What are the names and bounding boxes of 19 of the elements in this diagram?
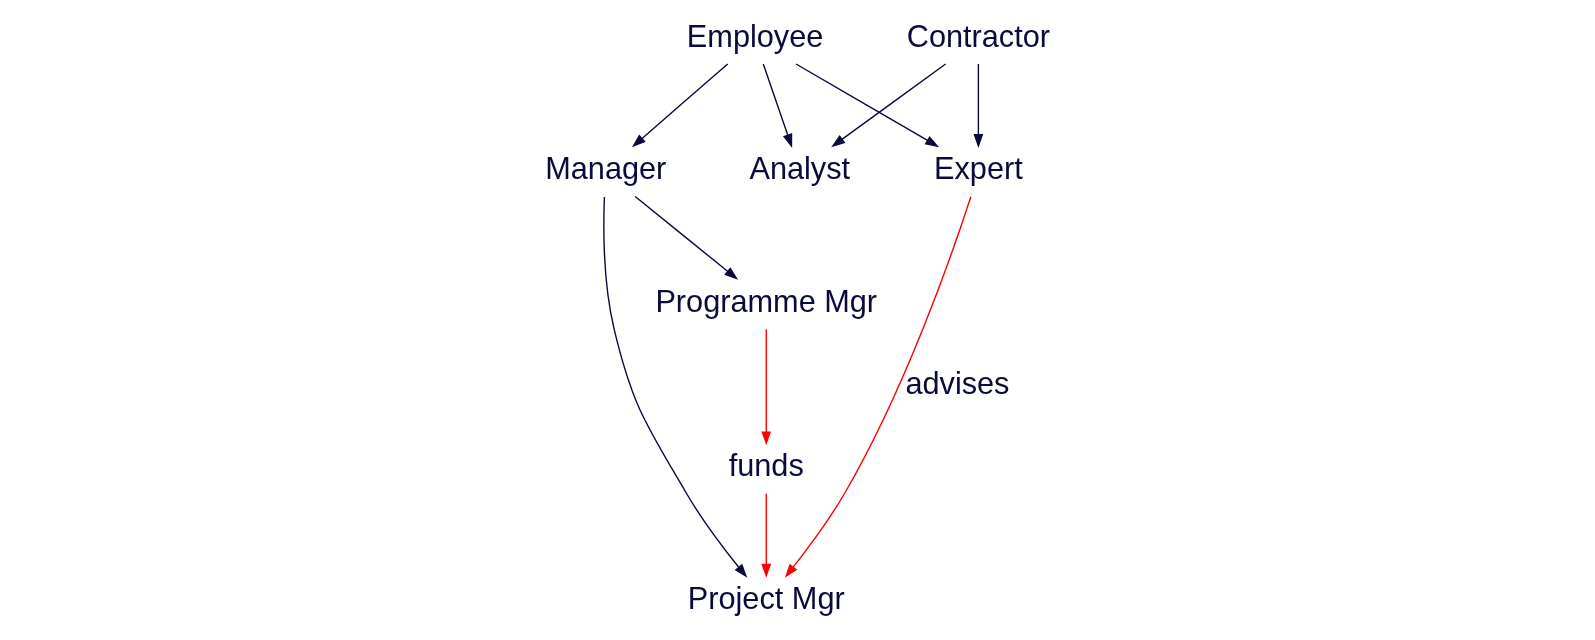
node-text: Programme Mgr xyxy=(654,283,877,319)
arrow xyxy=(634,195,738,280)
arrow xyxy=(973,63,983,148)
arrow xyxy=(830,63,946,148)
node-text: funds xyxy=(728,448,804,484)
arrow xyxy=(602,196,747,578)
arrow xyxy=(760,493,771,578)
node-text: Project Mgr xyxy=(687,581,845,617)
node-text: Employee xyxy=(686,18,823,54)
arrow xyxy=(794,63,939,148)
node-text: Contractor xyxy=(906,18,1050,54)
arrow xyxy=(784,196,972,578)
edge-label: advises xyxy=(904,366,1009,402)
arrow xyxy=(762,63,792,148)
node-text: Analyst xyxy=(748,151,850,187)
node-text: Manager xyxy=(544,151,666,187)
arrow xyxy=(631,63,728,148)
node-text: Expert xyxy=(933,151,1023,187)
arrow xyxy=(760,328,771,446)
